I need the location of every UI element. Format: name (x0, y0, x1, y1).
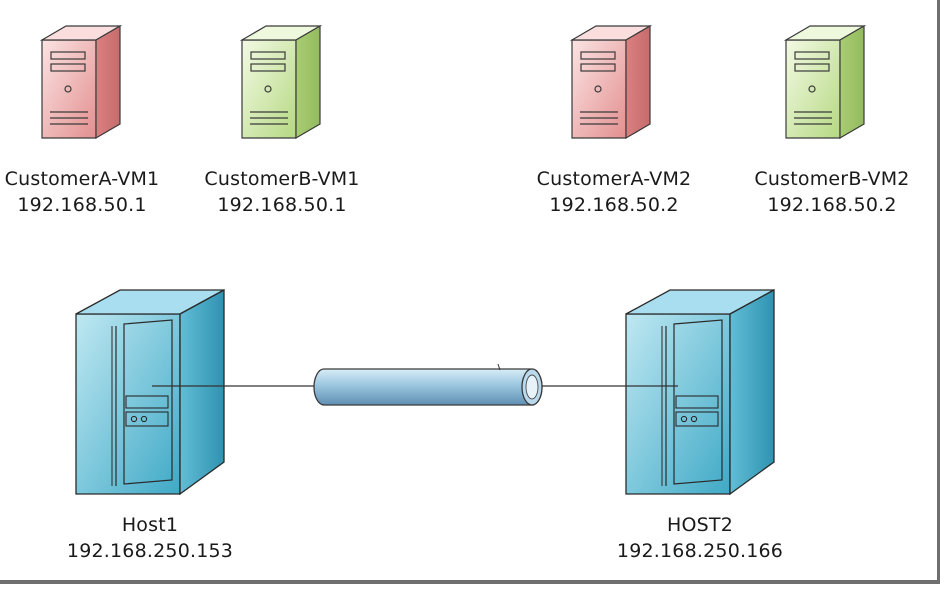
customer-b-vm1-server-icon (241, 25, 321, 139)
customer-a-vm1-server-icon (41, 25, 121, 139)
host-name: Host1 (121, 514, 179, 536)
vm-ip: 192.168.50.2 (767, 194, 897, 216)
host2-server-icon (625, 289, 775, 495)
vm-label-customer-a-vm1: CustomerA-VM1 192.168.50.1 (0, 166, 164, 218)
vm-name: CustomerB-VM1 (204, 168, 360, 190)
vm-ip: 192.168.50.1 (17, 194, 147, 216)
vm-label-customer-b-vm1: CustomerB-VM1 192.168.50.1 (196, 166, 368, 218)
vm-label-customer-a-vm2: CustomerA-VM2 192.168.50.2 (528, 166, 700, 218)
customer-b-vm2-server-icon (785, 25, 865, 139)
host-label-host1: Host1 192.168.250.153 (50, 512, 250, 564)
vm-ip: 192.168.50.1 (217, 194, 347, 216)
vm-name: CustomerB-VM2 (754, 168, 910, 190)
customer-a-vm2-server-icon (571, 25, 651, 139)
vm-name: CustomerA-VM1 (4, 168, 160, 190)
vm-ip: 192.168.50.2 (549, 194, 679, 216)
host-label-host2: HOST2 192.168.250.166 (600, 512, 800, 564)
tunnel-pipe-icon (313, 363, 543, 406)
vm-name: CustomerA-VM2 (536, 168, 692, 190)
host-ip: 192.168.250.153 (66, 540, 234, 562)
host-ip: 192.168.250.166 (616, 540, 784, 562)
host-name: HOST2 (667, 514, 733, 536)
vm-label-customer-b-vm2: CustomerB-VM2 192.168.50.2 (742, 166, 922, 218)
host1-server-icon (75, 289, 225, 495)
